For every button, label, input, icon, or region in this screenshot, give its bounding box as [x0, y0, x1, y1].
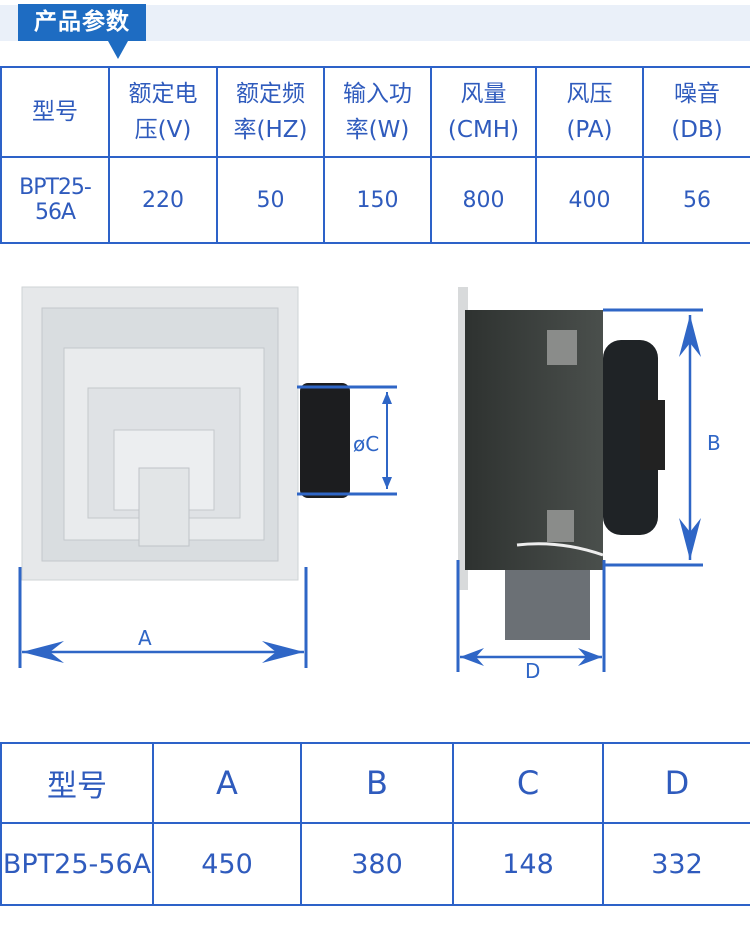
header-voltage: 额定电压(V): [108, 66, 218, 158]
cell-voltage: 220: [108, 156, 218, 244]
header-model: 型号: [0, 742, 154, 824]
dimension-label-a: A: [138, 626, 152, 650]
header-model: 型号: [0, 66, 110, 158]
header-text: 率(W): [345, 117, 410, 143]
cell-model: BPT25-56A: [0, 156, 110, 244]
cell-a: 450: [152, 822, 302, 906]
cell-frequency: 50: [216, 156, 325, 244]
header-frequency: 额定频率(HZ): [216, 66, 325, 158]
cell-airflow: 800: [430, 156, 537, 244]
cell-c: 148: [452, 822, 604, 906]
diffuser-front-view: [21, 286, 350, 581]
dimension-header-row: 型号 A B C D: [0, 742, 750, 824]
header-pressure: 风压 (PA): [535, 66, 644, 158]
header-text: 率(HZ): [233, 117, 308, 143]
product-dimension-diagram: øC A B D: [18, 286, 721, 683]
header-text: 噪音: [674, 81, 720, 107]
cell-pressure: 400: [535, 156, 644, 244]
dimension-table: 型号 A B C D BPT25-56A 450 380 148 332: [0, 742, 750, 906]
cell-b: 380: [300, 822, 454, 906]
cell-model: BPT25-56A: [0, 822, 154, 906]
header-power: 输入功率(W): [323, 66, 432, 158]
header-text: 风压: [566, 81, 613, 107]
header-text: 型号: [32, 99, 78, 125]
cell-power: 150: [323, 156, 432, 244]
dimension-label-c: øC: [353, 432, 379, 456]
dimension-data-row: BPT25-56A 450 380 148 332: [0, 822, 750, 906]
header-text: (CMH): [447, 117, 520, 143]
dimension-lines: [18, 308, 703, 672]
fan-side-view: [458, 287, 665, 640]
header-text: (PA): [566, 117, 613, 143]
dimension-label-d: D: [525, 659, 540, 683]
spec-header-row: 型号 额定电压(V) 额定频率(HZ) 输入功率(W) 风量 (CMH) 风压 (P…: [0, 66, 750, 158]
header-text: 压(V): [134, 117, 192, 143]
header-text: 额定频: [236, 81, 305, 107]
header-a: A: [152, 742, 302, 824]
section-title: 产品参数: [18, 4, 146, 41]
cell-d: 332: [602, 822, 750, 906]
dimension-label-b: B: [707, 431, 721, 455]
header-d: D: [602, 742, 750, 824]
header-airflow: 风量 (CMH): [430, 66, 537, 158]
header-text: 风量: [460, 81, 507, 107]
dimension-arrowheads: [22, 315, 701, 666]
cell-noise: 56: [642, 156, 750, 244]
header-b: B: [300, 742, 454, 824]
header-c: C: [452, 742, 604, 824]
spec-table: 型号 额定电压(V) 额定频率(HZ) 输入功率(W) 风量 (CMH) 风压 (P…: [0, 66, 750, 244]
section-title-pointer: [108, 41, 128, 59]
header-text: 输入功: [343, 81, 412, 107]
spec-data-row: BPT25-56A 220 50 150 800 400 56: [0, 156, 750, 244]
header-text: 额定电: [128, 81, 198, 107]
header-text: (DB): [671, 117, 723, 143]
header-noise: 噪音 (DB): [642, 66, 750, 158]
